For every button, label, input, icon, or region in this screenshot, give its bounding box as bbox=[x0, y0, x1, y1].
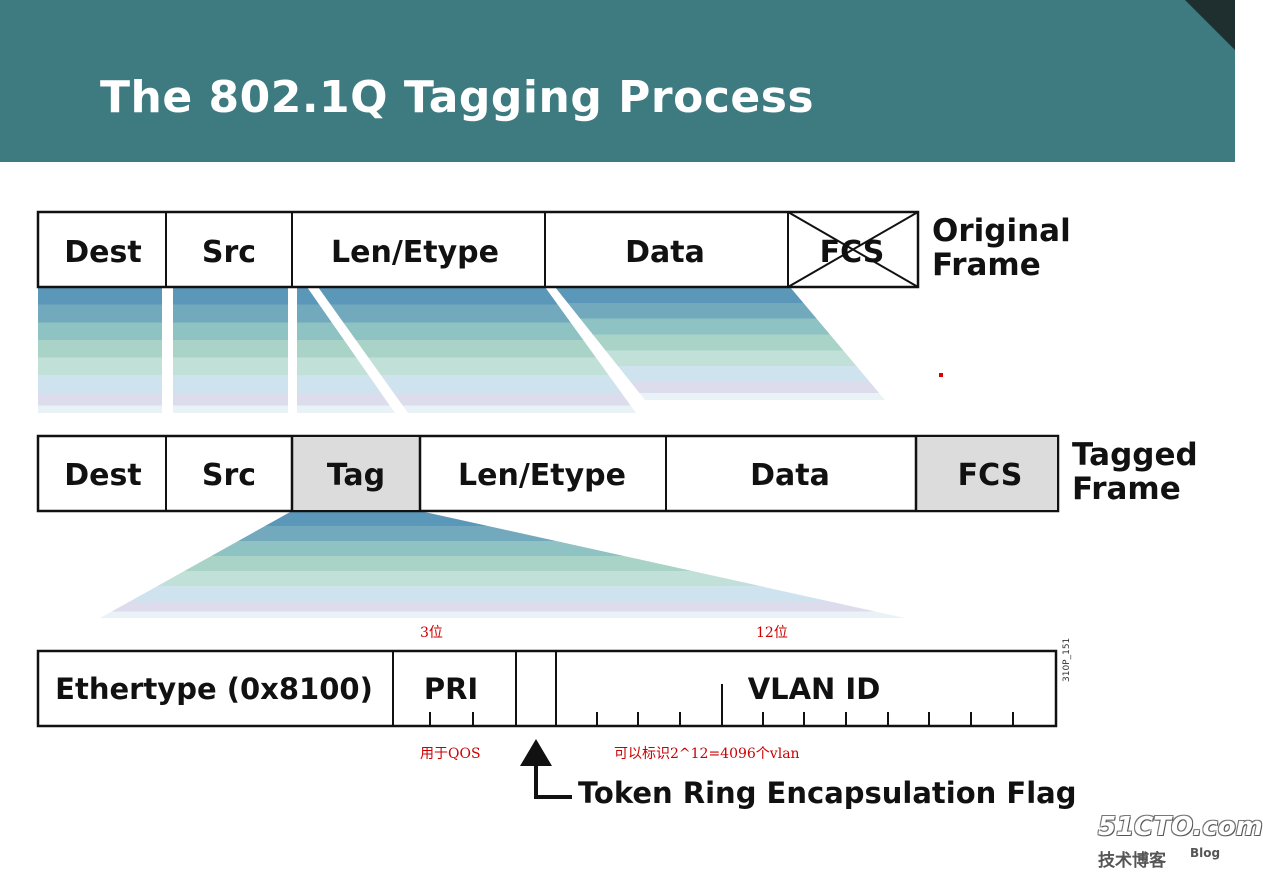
tagged-field-src: Src bbox=[202, 458, 256, 493]
orig-field-len-etype: Len/Etype bbox=[331, 235, 499, 270]
fcs-field-highlight bbox=[917, 437, 1057, 510]
tagged-field-fcs: FCS bbox=[958, 458, 1023, 493]
tagged-frame: Dest Src Tag Len/Etype Data FCS bbox=[36, 434, 1060, 513]
flag-arrow bbox=[520, 739, 572, 799]
detail-field-vlan-id: VLAN ID bbox=[748, 672, 881, 706]
page-title: The 802.1Q Tagging Process bbox=[100, 72, 815, 123]
corner-decoration bbox=[1185, 0, 1235, 50]
vlan-bits-annotation: 12位 bbox=[756, 625, 788, 641]
watermark-subtitle: 技术博客 bbox=[1098, 851, 1166, 871]
tagged-field-tag: Tag bbox=[327, 458, 385, 493]
watermark-logo: 51CTO.com bbox=[1098, 812, 1263, 842]
tagged-field-len-etype: Len/Etype bbox=[458, 458, 626, 493]
detail-field-ethertype: Ethertype (0x8100) bbox=[55, 672, 373, 706]
title-banner: The 802.1Q Tagging Process bbox=[0, 0, 1235, 162]
bit-tick-marks bbox=[429, 684, 1014, 726]
tag-field-highlight bbox=[293, 437, 419, 510]
tag-expansion-fan bbox=[100, 511, 905, 618]
figure-code: 310P_151 bbox=[1062, 637, 1072, 682]
tag-detail: Ethertype (0x8100) PRI VLAN ID bbox=[36, 649, 1058, 728]
orig-field-fcs: FCS bbox=[820, 235, 885, 270]
transition-bands bbox=[38, 287, 885, 413]
tagged-frame-label: Tagged Frame bbox=[1072, 437, 1198, 507]
orig-field-src: Src bbox=[202, 235, 256, 270]
pri-bits-annotation: 3位 bbox=[420, 625, 443, 641]
tagged-field-data: Data bbox=[750, 458, 830, 493]
orig-field-dest: Dest bbox=[64, 235, 141, 270]
vlan-note-annotation: 可以标识2^12=4096个vlan bbox=[614, 746, 800, 762]
tagging-diagram: Dest Src Len/Etype Data FCS Dest Src Tag… bbox=[36, 210, 1060, 799]
orig-field-data: Data bbox=[625, 235, 705, 270]
detail-field-pri: PRI bbox=[424, 672, 478, 706]
stray-dot bbox=[939, 373, 943, 377]
watermark-blog: Blog bbox=[1190, 846, 1221, 860]
token-ring-flag-label: Token Ring Encapsulation Flag bbox=[578, 776, 1077, 810]
pri-note-annotation: 用于QOS bbox=[420, 746, 481, 762]
original-frame-label: Original Frame bbox=[932, 213, 1071, 283]
tagged-field-dest: Dest bbox=[64, 458, 141, 493]
original-frame: Dest Src Len/Etype Data FCS bbox=[36, 210, 920, 289]
